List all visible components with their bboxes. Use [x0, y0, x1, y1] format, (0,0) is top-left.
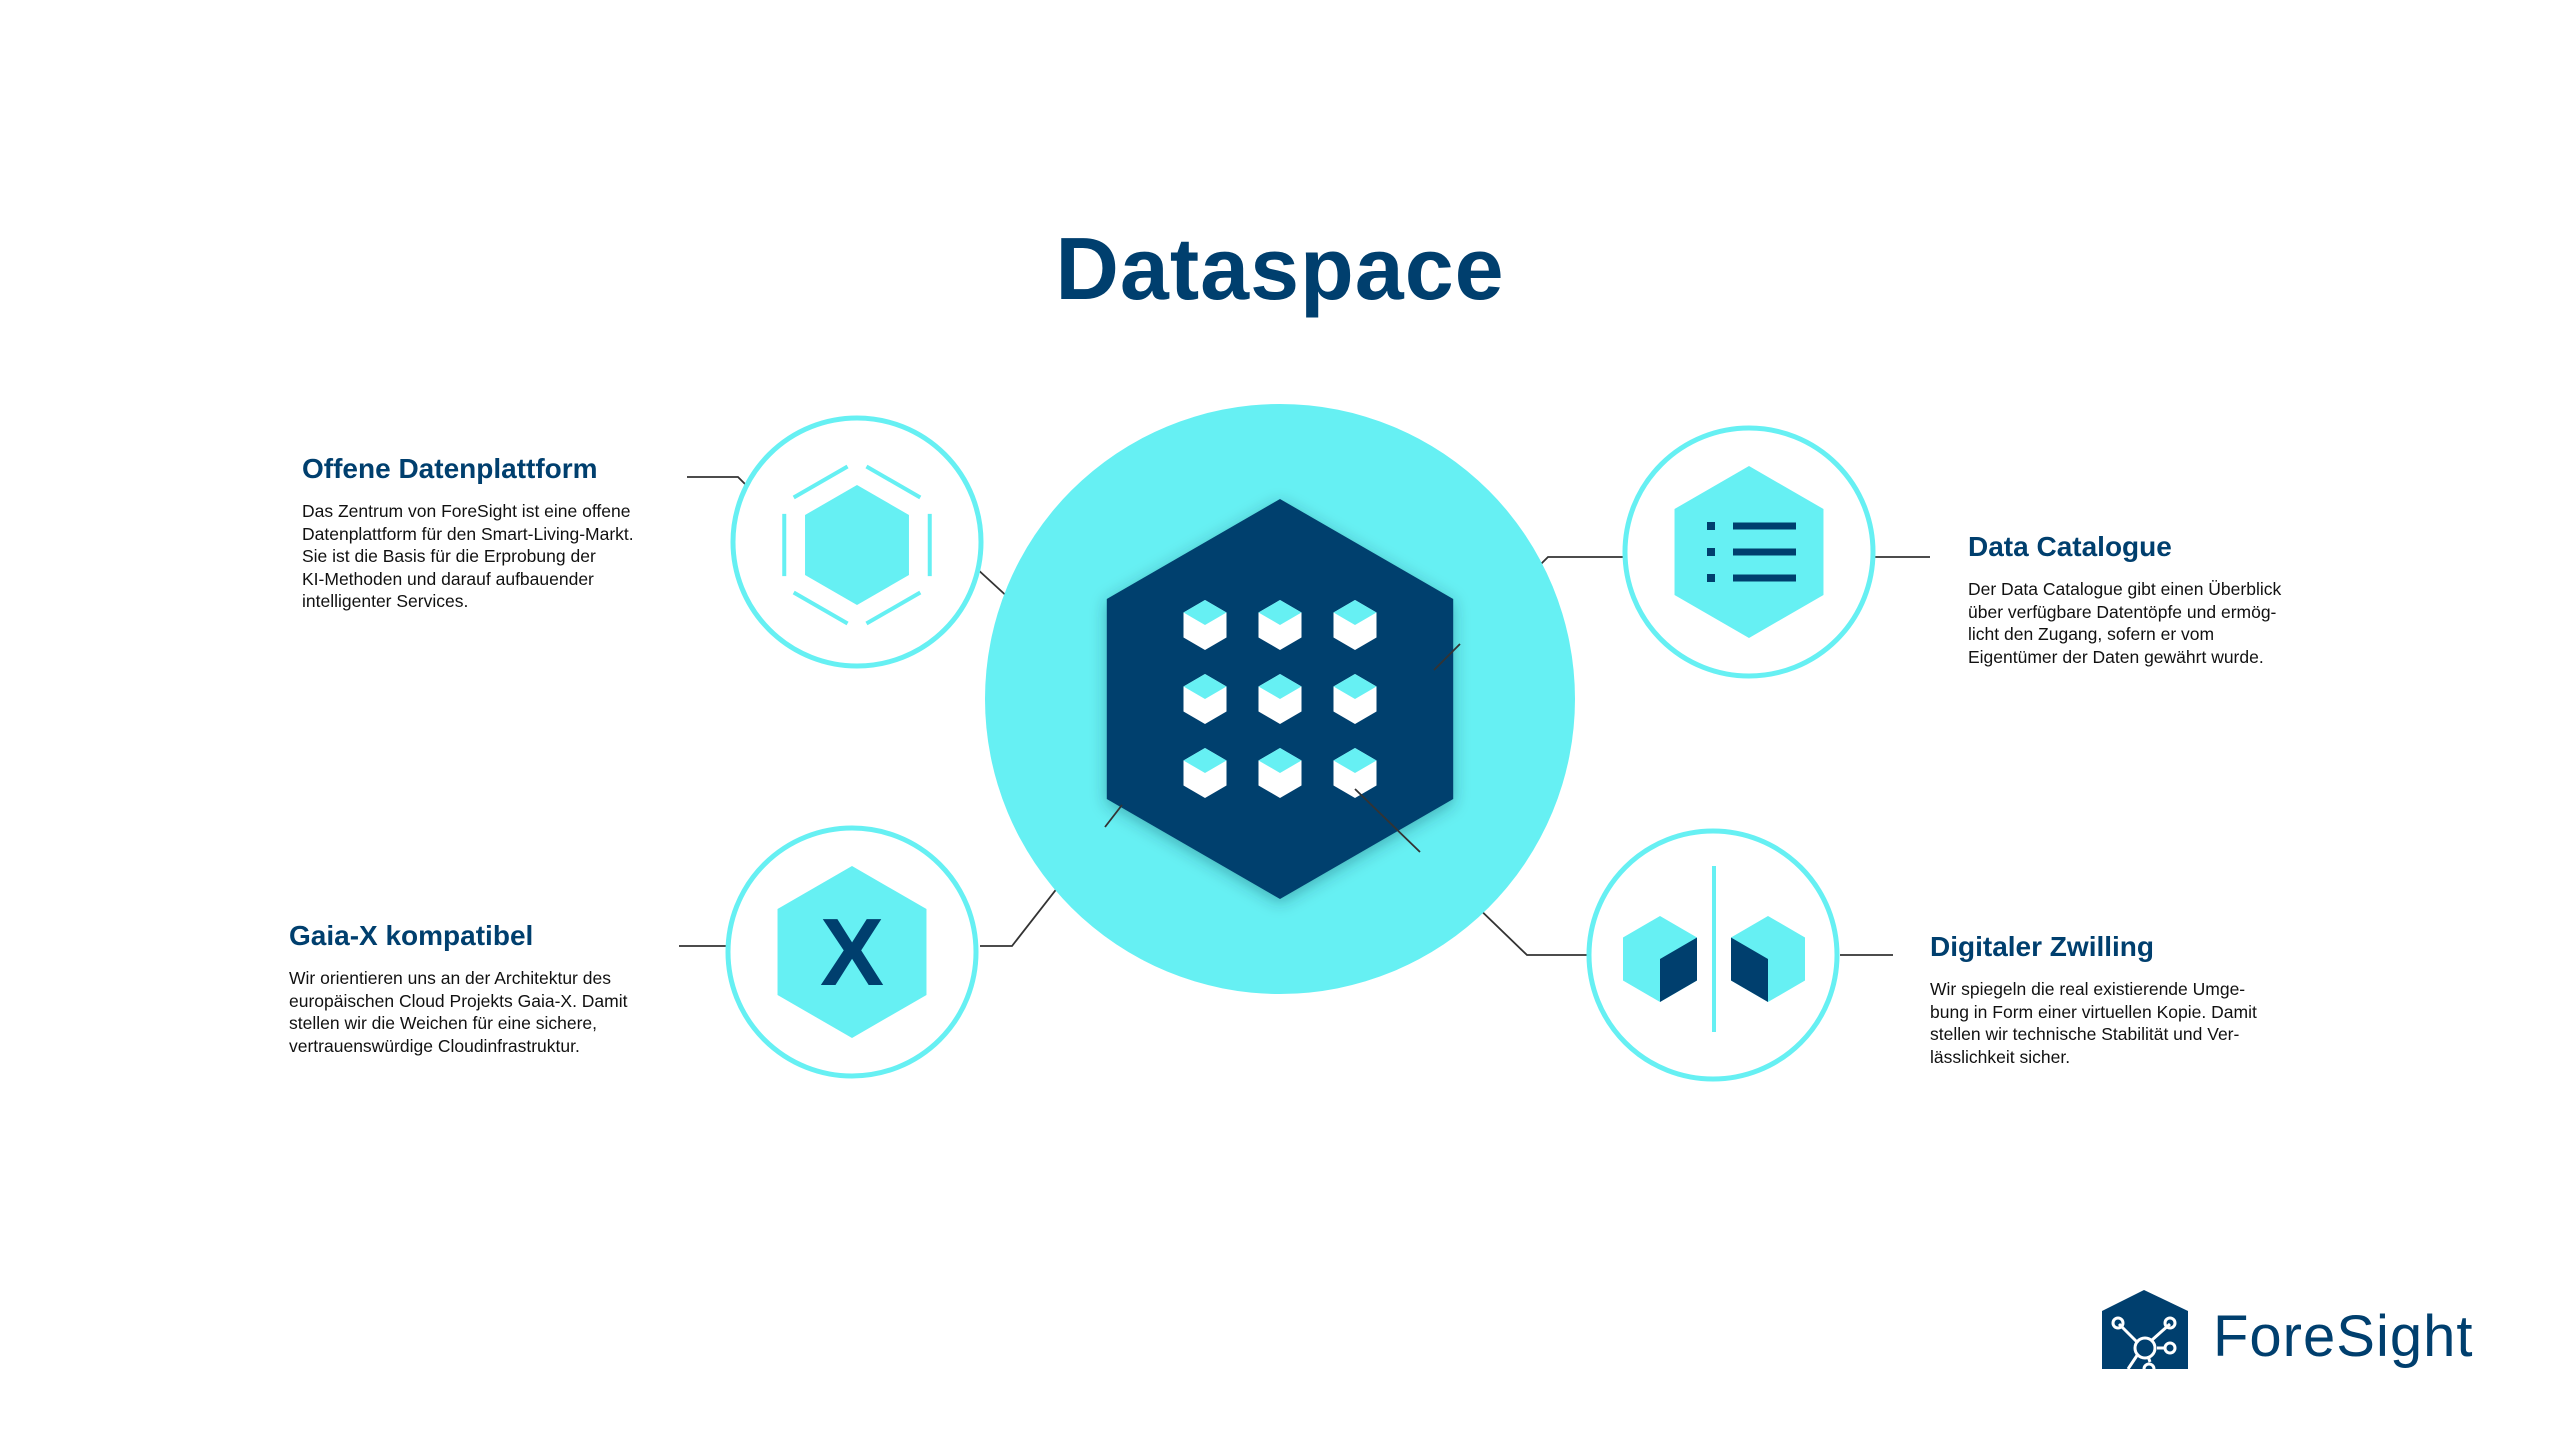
feature-body: Der Data Catalogue gibt einen Überblick … — [1968, 579, 2282, 667]
list-bullet — [1707, 574, 1715, 582]
gaia-hexagon — [777, 866, 927, 1038]
cube-top — [1183, 600, 1227, 625]
data-cube — [1333, 748, 1377, 798]
data-cube — [1333, 600, 1377, 650]
feature-heading: Data Catalogue — [1968, 531, 2172, 562]
feature-body: Wir spiegeln die real existierende Umge-… — [1930, 979, 2257, 1067]
twin-cube-virtual — [1731, 916, 1805, 1002]
platform-outline-segment — [792, 464, 849, 500]
cube-top — [1183, 674, 1227, 699]
feature-body: Wir orientieren uns an der Architektur d… — [289, 968, 628, 1056]
platform-outline-segment — [865, 590, 922, 626]
data-cube — [1258, 600, 1302, 650]
platform-outline-segment — [865, 464, 922, 500]
page-title: Dataspace — [1055, 219, 1505, 318]
cube-top — [1183, 748, 1227, 773]
cube-top — [1333, 748, 1377, 773]
feature-offene-datenplattform: Offene Datenplattform Das Zentrum von Fo… — [302, 452, 634, 613]
cube-top — [1258, 748, 1302, 773]
platform-hexagon — [805, 485, 909, 605]
cube-top — [1258, 674, 1302, 699]
data-cubes-grid-icon — [1183, 600, 1377, 798]
connector-offene-left — [687, 476, 748, 487]
feature-digitaler-zwilling: Digitaler Zwilling Wir spiegeln die real… — [1930, 930, 2257, 1068]
cube-top — [1333, 674, 1377, 699]
connector-gaia-hex — [1104, 804, 1123, 828]
list-line — [1733, 574, 1796, 582]
cube-top — [1333, 600, 1377, 625]
data-cube — [1183, 674, 1227, 724]
foresight-logo-text: ForeSight — [2213, 1304, 2474, 1369]
data-cube — [1258, 674, 1302, 724]
list-line — [1733, 522, 1796, 530]
data-cube — [1333, 674, 1377, 724]
platform-outline-segment — [792, 590, 849, 626]
feature-heading: Gaia-X kompatibel — [289, 920, 534, 951]
hexagon-platform-icon — [782, 464, 932, 626]
mirrored-cubes-icon — [1623, 866, 1805, 1032]
house-network-icon — [2102, 1290, 2188, 1376]
gaia-x-icon: X — [777, 866, 927, 1038]
list-icon — [1674, 466, 1824, 638]
feature-gaia-x: Gaia-X kompatibel Wir orientieren uns an… — [289, 919, 628, 1057]
feature-heading: Digitaler Zwilling — [1930, 931, 2155, 962]
cube-dark-face — [1660, 937, 1697, 1002]
data-cube — [1183, 600, 1227, 650]
feature-body: Das Zentrum von ForeSight ist eine offen… — [302, 501, 634, 611]
data-cube — [1183, 748, 1227, 798]
connector-overlays — [1104, 643, 1461, 853]
list-bullet — [1707, 522, 1715, 530]
connector-catalogue-hex — [1433, 643, 1461, 671]
gaia-x-letter: X — [820, 899, 884, 1006]
cube-top — [1258, 600, 1302, 625]
feature-data-catalogue: Data Catalogue Der Data Catalogue gibt e… — [1968, 530, 2281, 668]
twin-cube-real — [1623, 916, 1697, 1002]
list-bullet — [1707, 548, 1715, 556]
list-line — [1733, 548, 1796, 556]
cube-dark-face — [1731, 937, 1768, 1002]
feature-heading: Offene Datenplattform — [302, 453, 598, 484]
connector-zwilling-hex — [1354, 788, 1421, 853]
data-cube — [1258, 748, 1302, 798]
